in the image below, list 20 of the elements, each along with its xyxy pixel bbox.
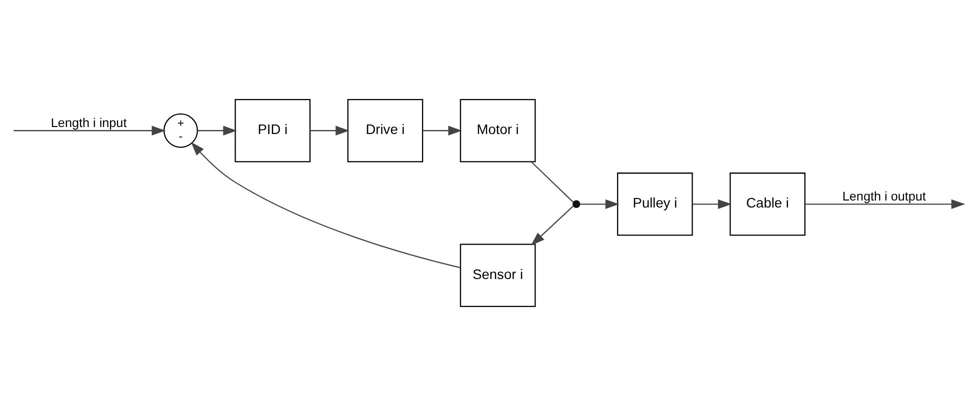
node-point [572,200,580,208]
node-box: Pulley i [617,172,693,236]
arrow [190,141,460,268]
arrow [14,125,166,135]
arrow [422,125,462,135]
node-box: Cable i [730,172,806,236]
edge-label: Length i output [842,188,926,203]
arrow [310,125,350,135]
arrow [692,198,732,208]
node-box: PID i [234,98,311,162]
node-box: Sensor i [460,243,536,306]
arrow [530,204,574,246]
connector [530,160,574,202]
node-circle: + - [164,112,198,148]
node-box: Motor i [460,98,536,162]
edge-label: Length i input [50,115,127,130]
node-box: Drive i [347,98,424,162]
arrow [805,198,966,208]
arrow [580,198,620,208]
arrow [197,125,237,135]
